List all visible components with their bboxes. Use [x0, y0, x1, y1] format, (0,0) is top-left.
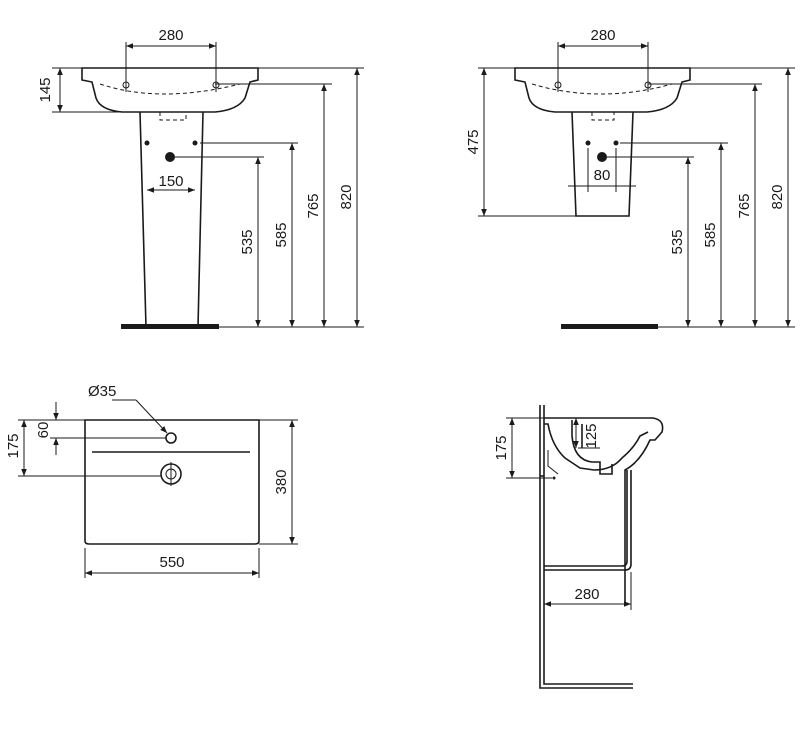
basin-outline-2 — [514, 67, 691, 121]
basin-outline — [81, 67, 259, 121]
basin-section — [540, 417, 664, 604]
dim-waste-height: 535 — [239, 229, 256, 254]
dim-tap-spacing-2: 280 — [590, 27, 615, 44]
dim-wall-projection: 280 — [574, 586, 599, 603]
dim-supply-height-2: 585 — [702, 222, 719, 247]
dim-rim-height: 765 — [305, 193, 322, 218]
dim-pedestal-width: 150 — [158, 173, 183, 190]
dim-total-height: 820 — [338, 184, 355, 209]
front-view-semi-pedestal: 280 475 80 535 585 765 820 — [465, 27, 795, 329]
waste-outlet-2 — [597, 152, 607, 162]
side-section-view: 175 125 280 — [493, 405, 664, 689]
dim-depth: 380 — [273, 469, 290, 494]
dim-rim-to-drain: 175 — [493, 435, 510, 460]
plan-view: Ø35 60 175 380 550 — [5, 383, 298, 578]
dim-waste-height-2: 535 — [669, 229, 686, 254]
dim-waste-spacing: 80 — [594, 167, 611, 184]
dim-tap-hole-offset: 60 — [35, 422, 52, 439]
dim-total-height-2: 820 — [769, 184, 786, 209]
tap-hole — [165, 432, 177, 444]
dim-width: 550 — [159, 554, 184, 571]
dim-tap-hole-diameter: Ø35 — [88, 383, 116, 400]
dim-rim-height-2: 765 — [736, 193, 753, 218]
semi-pedestal — [561, 111, 658, 329]
dim-supply-height: 585 — [273, 222, 290, 247]
dim-bowl-depth: 125 — [583, 423, 600, 448]
waste-outlet — [165, 152, 175, 162]
front-view-pedestal: 280 145 150 535 585 765 820 — [37, 27, 364, 329]
dim-drain-offset: 175 — [5, 433, 22, 458]
dim-semi-pedestal-height: 475 — [465, 129, 482, 154]
pedestal — [121, 111, 219, 329]
dim-rim-depth: 145 — [37, 77, 54, 102]
dim-tap-spacing: 280 — [158, 27, 183, 44]
